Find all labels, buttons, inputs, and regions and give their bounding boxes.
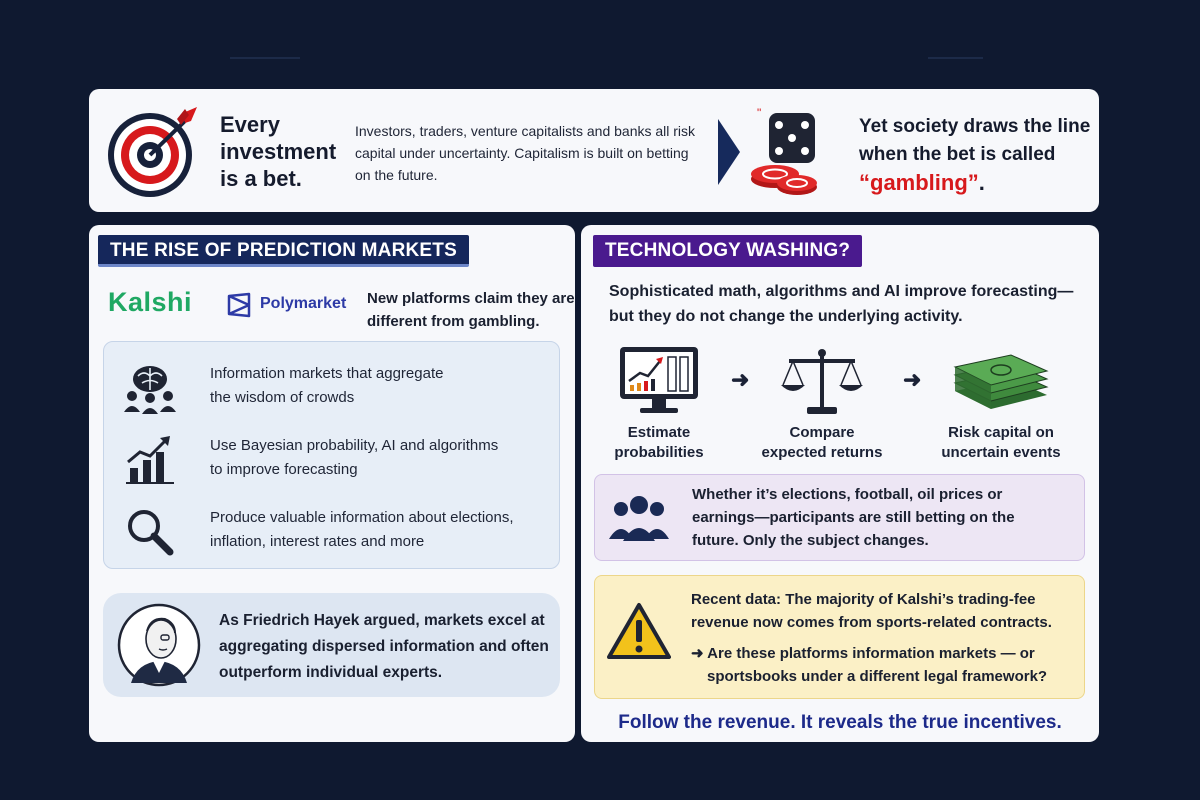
question-line: ➜ Are these platforms information market… [691,645,1035,662]
step-line: probabilities [614,444,704,461]
target-arrow-icon [108,107,197,197]
feature-line: Information markets that aggregate [210,365,444,382]
hayek-line: outperform individual experts. [219,664,443,681]
gambling-word: “gambling” [859,170,979,195]
feature-item: Produce valuable information about elect… [104,502,559,562]
feature-item: Information markets that aggregate the w… [104,358,559,418]
step-line: Compare [789,424,855,441]
headline-line: is a bet. [220,166,302,191]
question-text: ➜ Are these platforms information market… [691,642,1047,688]
technology-washing-card: TECHNOLOGY WASHING? Sophisticated math, … [581,225,1099,742]
claim-line: New platforms claim they are [367,290,575,307]
participants-line: earnings—participants are still betting … [692,509,1015,526]
hayek-quote-box: As Friedrich Hayek argued, markets excel… [103,593,560,697]
warning-line: revenue now comes from sports-related co… [691,614,1052,631]
tech-intro: Sophisticated math, algorithms and AI im… [609,279,1089,329]
participants-line: Whether it’s elections, football, oil pr… [692,486,1003,503]
feature-line: Use Bayesian probability, AI and algorit… [210,437,499,454]
warning-box: Recent data: The majority of Kalshi’s tr… [594,575,1085,699]
feature-text: Information markets that aggregate the w… [210,362,540,410]
arrow-right-icon: ➜ [731,367,750,392]
participants-box: Whether it’s elections, football, oil pr… [594,474,1085,561]
feature-item: Use Bayesian probability, AI and algorit… [104,430,559,490]
tech-intro-line: Sophisticated math, algorithms and AI im… [609,283,1074,300]
step-label: Estimate probabilities [589,423,729,463]
headline-line: investment [220,139,337,164]
decorative-line-right [928,57,983,59]
society-text: Yet society draws the line when the bet … [859,113,1090,197]
feature-line: inflation, interest rates and more [210,533,425,550]
feature-text: Produce valuable information about elect… [210,506,540,554]
claim-text: New platforms claim they are different f… [367,287,575,333]
scale-icon [781,349,863,414]
chevron-right-icon [718,119,740,185]
participants-text: Whether it’s elections, football, oil pr… [692,483,1015,552]
gambling-line: “gambling”. [859,169,1090,197]
closing-statement: Follow the revenue. It reveals the true … [618,712,1062,733]
step-label: Compare expected returns [752,423,892,463]
intro-text: Investors, traders, venture capitalists … [355,120,715,186]
monitor-chart-icon [620,347,698,413]
hayek-line: aggregating dispersed information and of… [219,638,549,655]
participants-line: future. Only the subject changes. [692,532,929,549]
intro-line: capital under uncertainty. Capitalism is… [355,145,689,161]
polymarket-logo: Polymarket [260,295,347,312]
gambling-period: . [978,170,985,195]
claim-line: different from gambling. [367,313,540,330]
headline: Every investment is a bet. [220,111,336,192]
header-card: Every investment is a bet. Investors, tr… [89,89,1099,212]
step-line: Estimate [627,424,691,441]
magnifier-icon [128,510,174,556]
step-line: expected returns [761,444,883,461]
intro-line: Investors, traders, venture capitalists … [355,123,696,139]
people-group-icon [609,496,669,541]
cash-stack-icon [953,354,1049,409]
society-line: Yet society draws the line [859,116,1091,137]
intro-line: on the future. [355,167,438,183]
kalshi-logo: Kalshi [108,287,193,317]
step-label: Risk capital on uncertain events [931,423,1071,463]
warning-text: Recent data: The majority of Kalshi’s tr… [691,588,1052,634]
hayek-portrait-icon [117,603,201,687]
bar-chart-growth-icon [126,436,174,484]
svg-text:": " [757,106,761,120]
step-line: Risk capital on [948,424,1054,441]
hayek-line: As Friedrich Hayek argued, markets excel… [219,612,545,629]
feature-text: Use Bayesian probability, AI and algorit… [210,434,540,482]
features-box: Information markets that aggregate the w… [103,341,560,569]
warning-icon [607,603,671,659]
decorative-line-left [230,57,300,59]
brain-crowd-icon [124,366,176,414]
section-banner: THE RISE OF PREDICTION MARKETS [98,235,469,267]
tech-intro-line: but they do not change the underlying ac… [609,308,963,325]
prediction-markets-card: THE RISE OF PREDICTION MARKETS Kalshi Po… [89,225,575,742]
feature-line: Produce valuable information about elect… [210,509,514,526]
warning-line: Recent data: The majority of Kalshi’s tr… [691,591,1036,608]
section-banner: TECHNOLOGY WASHING? [593,235,863,267]
society-line: when the bet is called [859,144,1056,165]
feature-line: to improve forecasting [210,461,358,478]
headline-line: Every [220,112,280,137]
hayek-quote: As Friedrich Hayek argued, markets excel… [219,608,549,686]
dice-chips-icon: " [751,106,817,195]
feature-line: the wisdom of crowds [210,389,355,406]
step-line: uncertain events [941,444,1061,461]
arrow-right-icon: ➜ [903,367,922,392]
question-line: sportsbooks under a different legal fram… [707,668,1048,685]
polymarket-logo-icon [227,292,251,318]
